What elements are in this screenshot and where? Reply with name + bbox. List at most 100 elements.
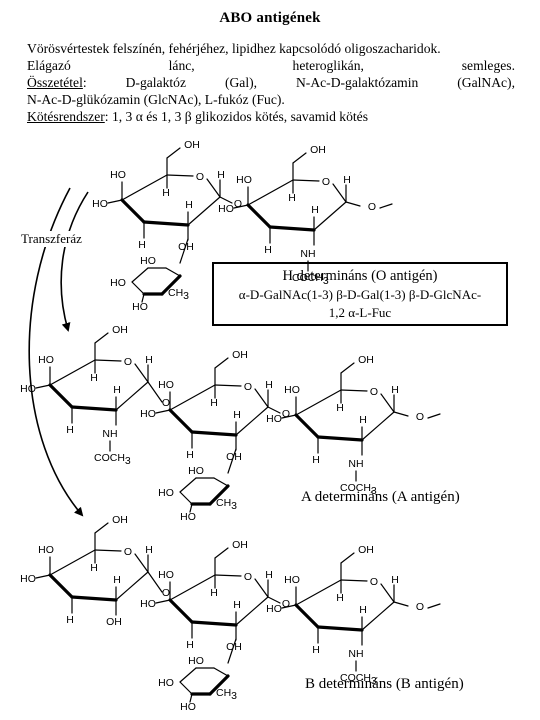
ring-oxygen: O — [322, 176, 330, 188]
atom-label: HO — [218, 203, 234, 215]
h-determinant-title: H determináns (O antigén) — [282, 268, 438, 284]
ring-front-bond — [48, 573, 74, 599]
bond-line — [155, 599, 171, 604]
glycosidic-oxygen: O — [282, 408, 290, 420]
bond-line — [267, 596, 281, 604]
intro-word: Elágazó — [27, 58, 71, 73]
bond-line — [179, 238, 189, 264]
bond-line — [233, 204, 249, 209]
bond-line — [187, 196, 221, 226]
bond-line — [94, 549, 122, 552]
ring-front-bond — [190, 620, 238, 627]
bond-line — [179, 477, 197, 493]
atom-label: HO — [132, 301, 148, 313]
bond-line — [179, 667, 197, 683]
intro-word: lánc, — [168, 58, 195, 73]
atom-label: OH — [232, 539, 248, 551]
atom-label: OH — [178, 241, 194, 253]
atom-label: H — [90, 372, 98, 384]
atom-label: H — [312, 644, 320, 656]
atom-label: H — [186, 449, 194, 461]
bond-line — [332, 183, 347, 203]
ring-front-bond — [168, 598, 194, 624]
acetyl-group: COCH3 — [94, 452, 131, 467]
atom-label: OH — [358, 354, 374, 366]
atom-label: OH — [112, 324, 128, 336]
bond-line — [115, 381, 149, 411]
ring-front-bond — [70, 595, 118, 602]
bond-line — [169, 574, 216, 601]
glycosidic-oxygen: O — [162, 397, 170, 409]
atom-label: H — [359, 414, 367, 426]
bond-line — [213, 477, 229, 487]
atom-label: HO — [110, 277, 126, 289]
bond-line — [292, 152, 307, 164]
bond-line — [179, 491, 193, 505]
atom-label: OH — [226, 641, 242, 653]
intro-word: semleges. — [461, 58, 515, 73]
intro-line-2: Elágazó lánc, heteroglikán, semleges. — [27, 57, 515, 74]
atom-label: OH — [310, 144, 326, 156]
bond-line — [141, 293, 145, 303]
ring-front-bond — [120, 198, 146, 224]
atom-label: OH — [112, 514, 128, 526]
glycosidic-oxygen: O — [416, 411, 424, 423]
bond-line — [340, 389, 368, 392]
bond-line — [189, 693, 193, 703]
bond-line — [340, 552, 355, 564]
bond-line — [166, 174, 194, 177]
ring-oxygen: O — [196, 171, 204, 183]
atom-label: HO — [266, 413, 282, 425]
intro-text: Vörösvértestek felszínén, fehérjéhez, li… — [27, 40, 515, 125]
glycosidic-oxygen: O — [162, 587, 170, 599]
bond-line — [235, 596, 269, 626]
atom-label: H — [113, 384, 121, 396]
intro-word: heteroglikán, — [292, 58, 364, 73]
bond-line — [427, 603, 441, 609]
atom-label: HO — [158, 569, 174, 581]
atom-label: H — [90, 562, 98, 574]
bond-line — [393, 601, 409, 607]
ring-oxygen: O — [124, 546, 132, 558]
acetyl-group: COCH3 — [340, 482, 377, 497]
bond-line — [179, 681, 193, 695]
h-determinant-formula-2: 1,2 α-L-Fuc — [328, 305, 392, 320]
ring-front-bond — [70, 405, 118, 412]
atom-label: H — [186, 639, 194, 651]
atom-label: HO — [158, 677, 174, 689]
atom-label: H — [66, 424, 74, 436]
atom-label: HO — [140, 598, 156, 610]
bond-line — [121, 174, 168, 201]
atom-label: H — [391, 574, 399, 586]
bond-line — [94, 522, 109, 534]
bond-line — [94, 332, 109, 344]
bond-line — [379, 203, 393, 209]
atom-label: HO — [38, 354, 54, 366]
atom-label: H — [359, 604, 367, 616]
bond-line — [380, 393, 395, 413]
atom-label: H — [145, 544, 153, 556]
bond-line — [219, 196, 233, 204]
atom-label: HO — [158, 487, 174, 499]
glycosidic-oxygen: O — [282, 598, 290, 610]
atom-label: HO — [284, 384, 300, 396]
ring-front-bond — [208, 674, 230, 696]
bond-line — [380, 583, 395, 603]
atom-label: H — [185, 199, 193, 211]
bond-line — [115, 571, 149, 601]
atom-label: H — [66, 614, 74, 626]
ring-front-bond — [48, 383, 74, 409]
atom-label: HO — [20, 383, 36, 395]
bond-label: Kötésrendszer — [27, 109, 105, 124]
atom-label: OH — [106, 616, 122, 628]
atom-label: NH — [102, 428, 117, 440]
bond-line — [165, 267, 181, 277]
atom-label: H — [336, 402, 344, 414]
atom-label: H — [311, 204, 319, 216]
acetyl-group: COCH3 — [292, 272, 329, 287]
bond-line — [267, 406, 281, 414]
atom-label: HO — [110, 169, 126, 181]
bond-line — [169, 384, 216, 411]
b-determinant-structure: OHOHOOHHHHOHHOOHOHOOHHHHOHHOOHOHOOHHHHNH… — [20, 514, 441, 713]
atom-label: HO — [38, 544, 54, 556]
